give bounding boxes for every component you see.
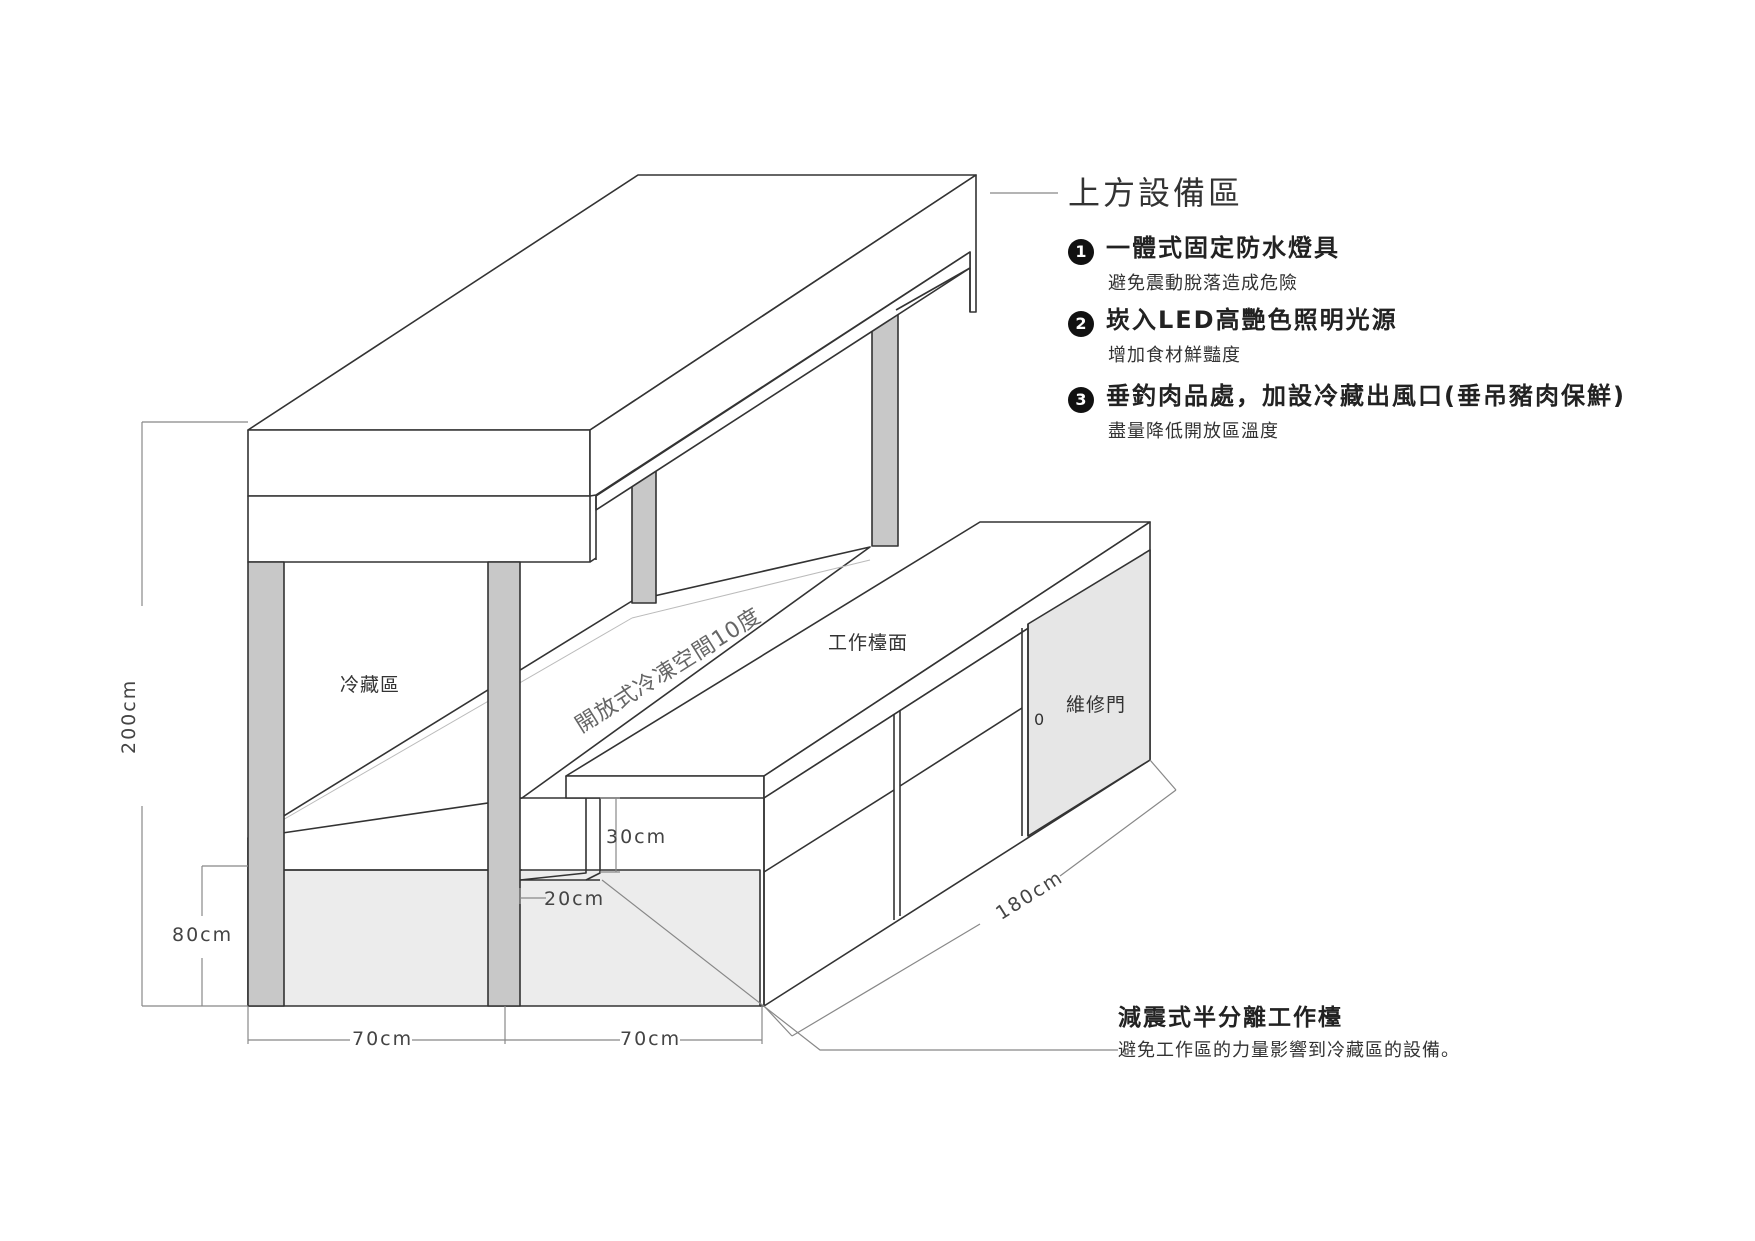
label-maintenance-door: 維修門 bbox=[1066, 694, 1127, 716]
feature-item-1: 1 一體式固定防水燈具 避免震動脫落造成危險 bbox=[1068, 228, 1340, 295]
dim-height-total: 200cm bbox=[118, 678, 140, 754]
front-post-mid bbox=[487, 561, 521, 1007]
rear-post-right bbox=[871, 309, 899, 547]
counter-front-edge bbox=[565, 775, 765, 799]
dim-width-left: 70cm bbox=[352, 1028, 414, 1050]
bottom-note-subtitle: 避免工作區的力量影響到冷藏區的設備。 bbox=[1118, 1040, 1460, 1061]
number-badge-1-icon: 1 bbox=[1068, 238, 1094, 265]
feature-item-3: 3 垂釣肉品處，加設冷藏出風口(垂吊豬肉保鮮) 盡量降低開放區溫度 bbox=[1068, 376, 1626, 443]
front-post-left bbox=[247, 561, 285, 1007]
feature-subtitle-1: 避免震動脫落造成危險 bbox=[1108, 272, 1298, 294]
feature-title-1: 一體式固定防水燈具 bbox=[1106, 234, 1340, 262]
number-badge-3-icon: 3 bbox=[1068, 386, 1094, 413]
feature-title-2: 崁入LED高艷色照明光源 bbox=[1106, 306, 1398, 334]
dimension-lines bbox=[141, 192, 1177, 1051]
dim-height-lower: 80cm bbox=[172, 924, 234, 946]
dim-step-height: 30cm bbox=[606, 826, 668, 848]
feature-item-2: 2 崁入LED高艷色照明光源 增加食材鮮豔度 bbox=[1068, 300, 1398, 367]
canopy-front bbox=[247, 429, 591, 497]
door-handle-icon: 0 bbox=[1034, 710, 1046, 729]
number-badge-2-icon: 2 bbox=[1068, 310, 1094, 337]
top-section-title: 上方設備區 bbox=[1068, 174, 1244, 212]
dim-width-right: 70cm bbox=[620, 1028, 682, 1050]
feature-title-3: 垂釣肉品處，加設冷藏出風口(垂吊豬肉保鮮) bbox=[1106, 382, 1626, 410]
feature-subtitle-2: 增加食材鮮豔度 bbox=[1108, 344, 1241, 366]
label-cold-storage: 冷藏區 bbox=[340, 674, 401, 696]
bottom-note-title: 減震式半分離工作檯 bbox=[1118, 1005, 1343, 1031]
dim-step-depth: 20cm bbox=[544, 888, 606, 910]
canopy-lower-band bbox=[247, 495, 591, 563]
label-work-surface: 工作檯面 bbox=[828, 632, 909, 654]
feature-subtitle-3: 盡量降低開放區溫度 bbox=[1108, 420, 1279, 442]
